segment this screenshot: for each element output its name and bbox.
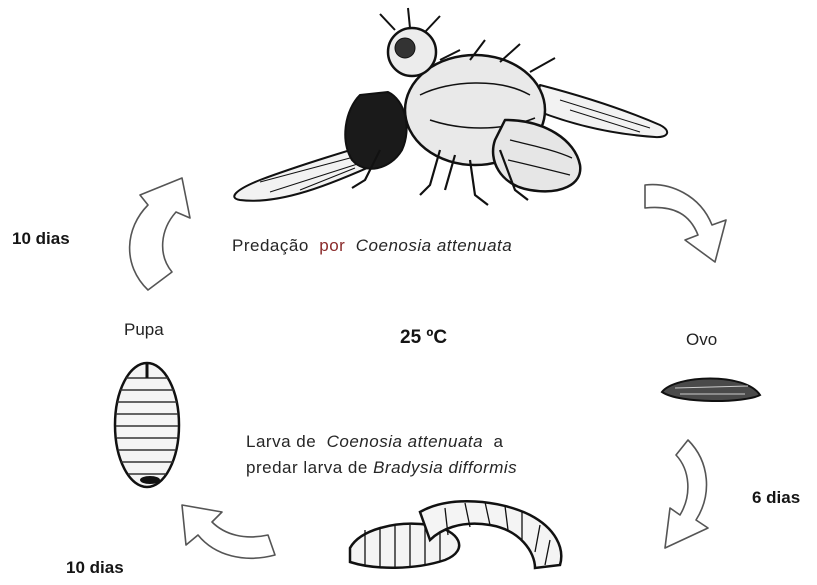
- adult-caption: Predação por Coenosia attenuata: [232, 236, 512, 256]
- arrow-egg-to-larva: [665, 440, 708, 548]
- adult-caption-species: Coenosia attenuata: [356, 236, 512, 255]
- arrow-larva-to-pupa: [182, 505, 275, 558]
- larva-caption-line2-prefix: predar larva de: [246, 458, 368, 477]
- duration-larva-to-pupa: 10 dias: [66, 558, 124, 578]
- arrow-pupa-to-adult: [130, 178, 190, 290]
- larva-caption-line2: predar larva de Bradysia difformis: [246, 458, 517, 478]
- temperature-label: 25 ºC: [400, 327, 447, 349]
- larvae-illustration: [350, 501, 561, 569]
- adult-fly-illustration: [234, 8, 667, 205]
- duration-pupa-to-adult: 10 dias: [12, 229, 70, 249]
- larva-caption-line1: Larva de Coenosia attenuata a: [246, 432, 504, 452]
- larva-caption-line1-prefix: Larva de: [246, 432, 316, 451]
- pupa-illustration: [115, 363, 179, 487]
- duration-egg-to-larva: 6 dias: [752, 488, 800, 508]
- arrow-adult-to-egg: [645, 185, 726, 262]
- larva-caption-line1-suffix: a: [494, 432, 504, 451]
- pupa-label: Pupa: [124, 320, 164, 340]
- larva-caption-line1-species: Coenosia attenuata: [327, 432, 483, 451]
- adult-caption-middle: por: [319, 236, 345, 255]
- egg-label: Ovo: [686, 330, 717, 350]
- adult-caption-prefix: Predação: [232, 236, 309, 255]
- larva-caption-line2-species: Bradysia difformis: [373, 458, 517, 477]
- egg-illustration: [662, 379, 760, 402]
